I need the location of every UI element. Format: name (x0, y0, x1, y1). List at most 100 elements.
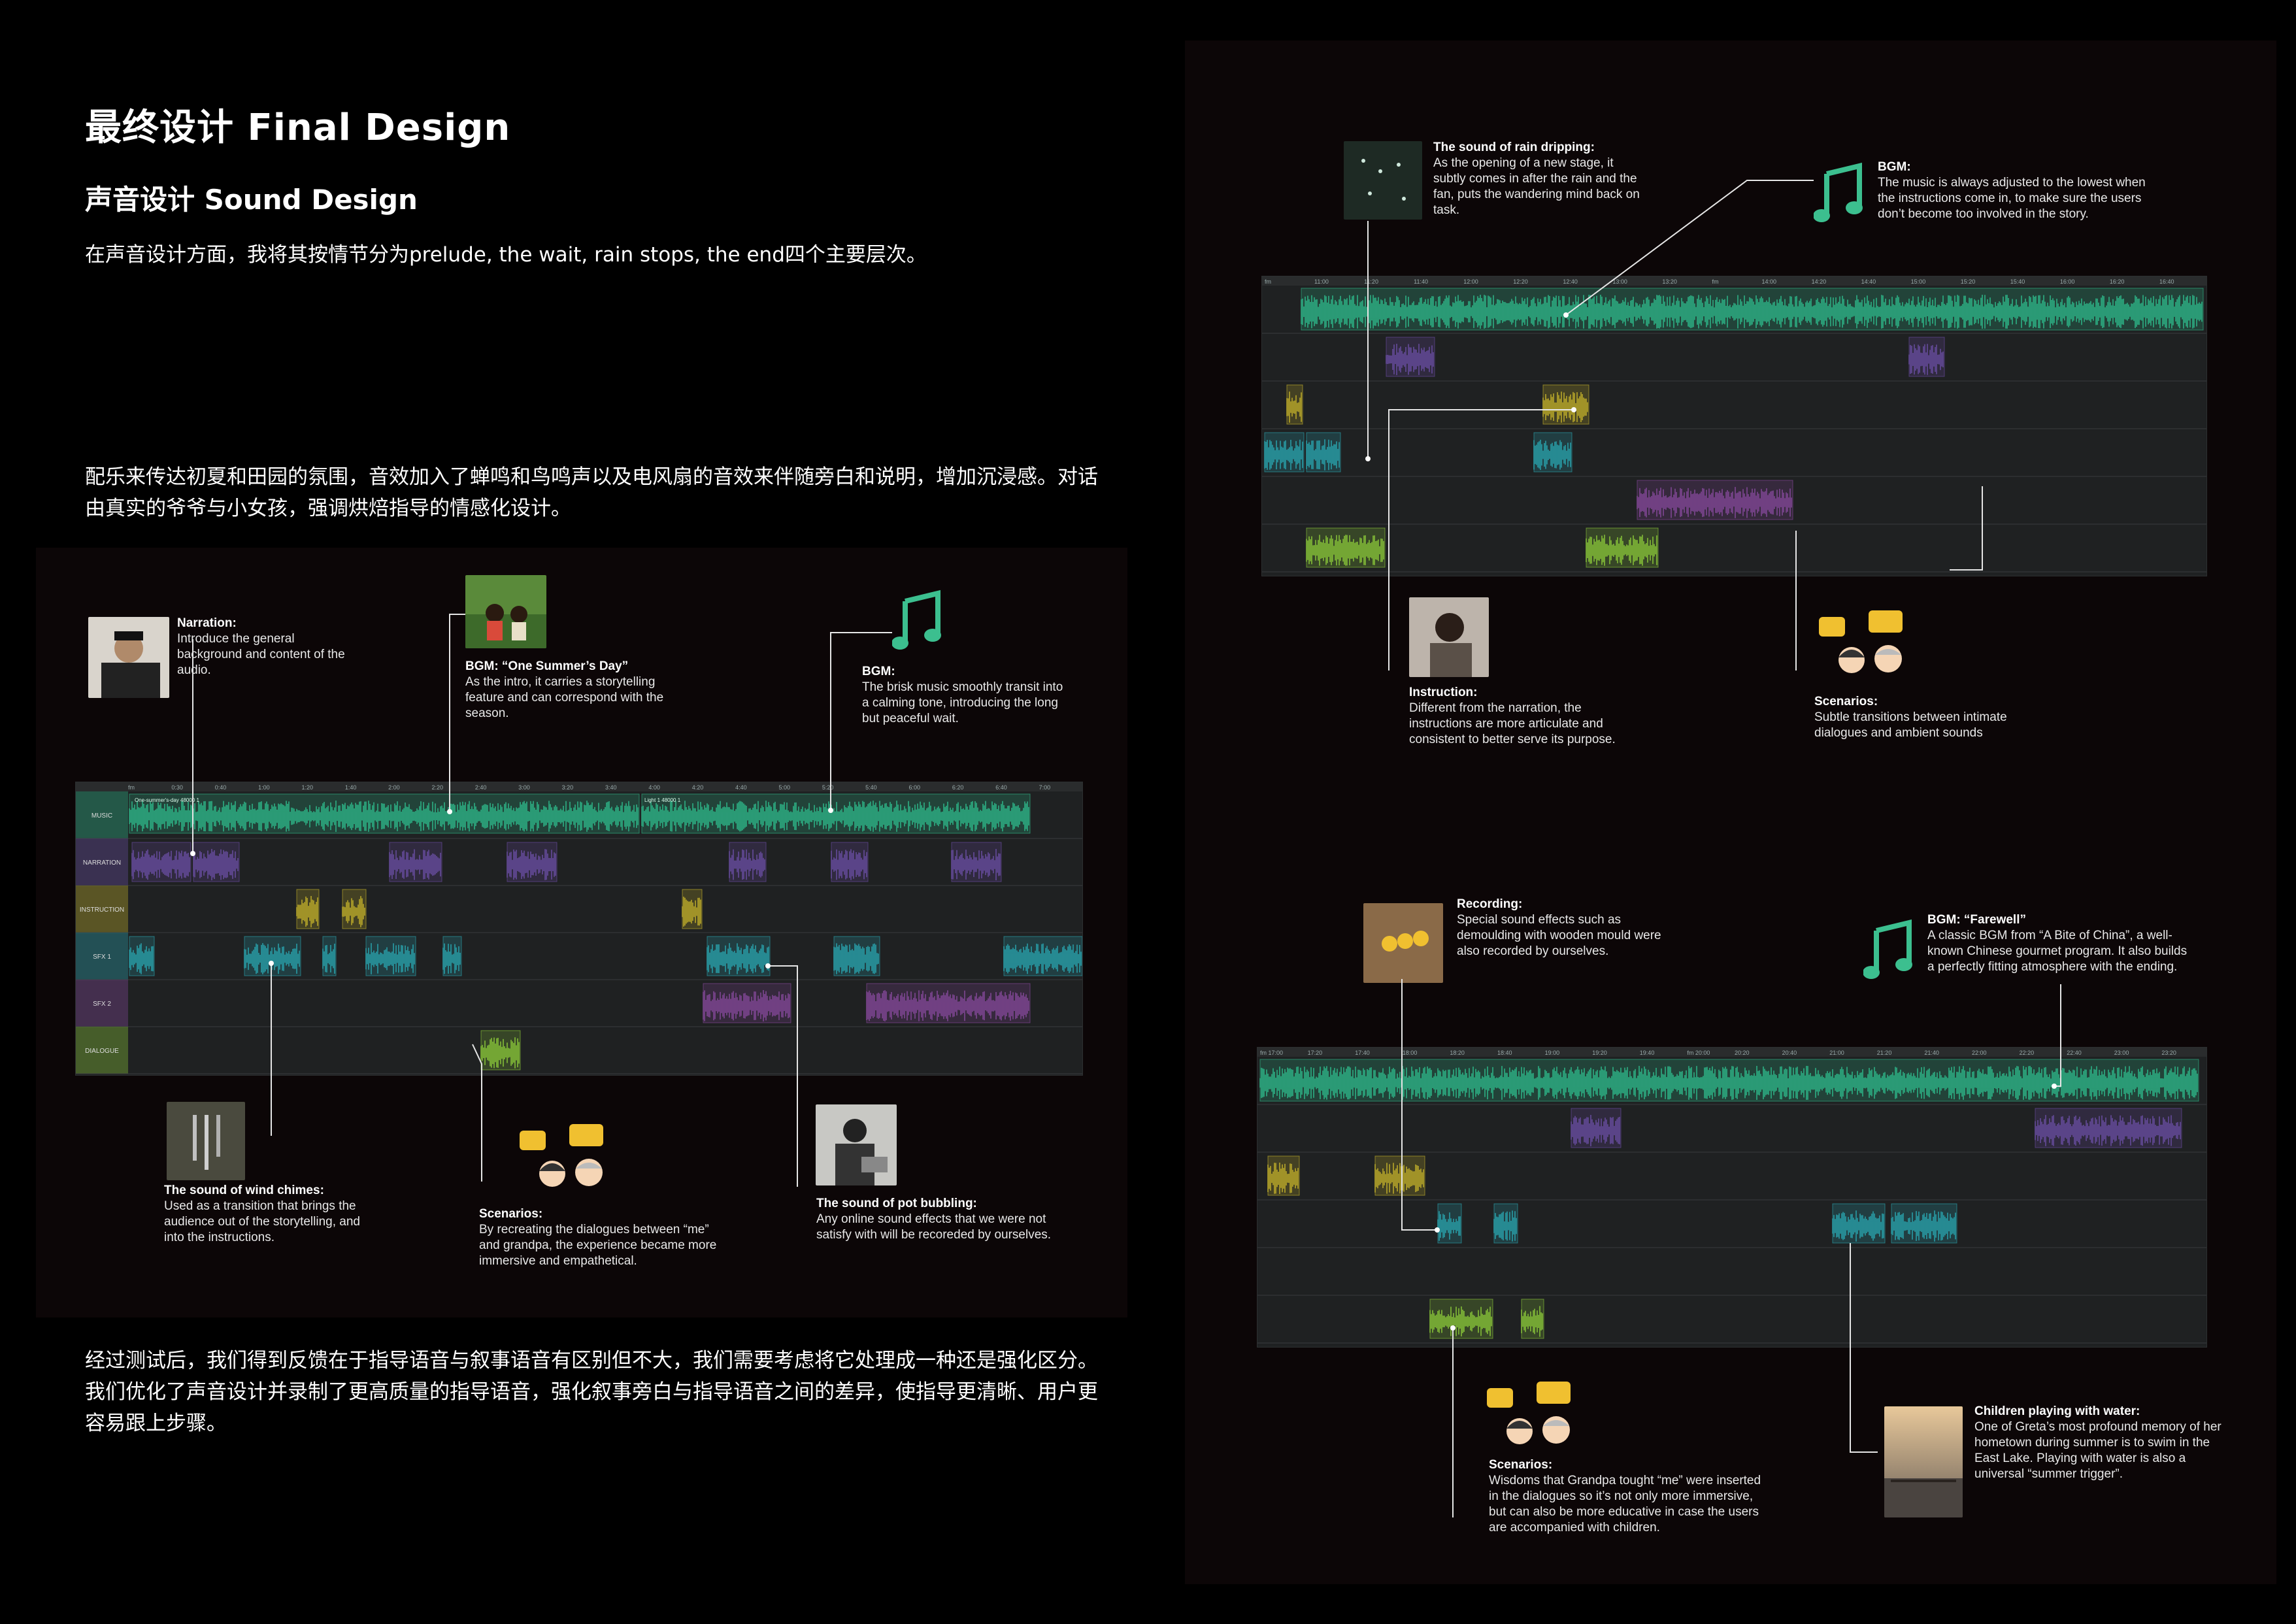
ruler-tick-label: 11:40 (1414, 278, 1428, 285)
narrator-photo (88, 617, 169, 698)
track-header[interactable] (76, 791, 128, 838)
instruction-clip (296, 889, 320, 929)
ruler-tick-label: 0:40 (215, 784, 227, 791)
intro-text: 在声音设计方面，我将其按情节分为prelude, the wait, rain … (85, 243, 927, 267)
narration-clip (389, 842, 442, 882)
rain-dripping-photo (1344, 141, 1422, 220)
ruler-tick-label: fm (1265, 278, 1271, 285)
section-subtitle: 声音设计 Sound Design (85, 184, 418, 216)
ruler-tick-label: 4:40 (735, 784, 747, 791)
ruler-tick-label: 5:20 (822, 784, 834, 791)
bgm-one-summers-day-photo (465, 575, 546, 648)
music-clip (1259, 1059, 2199, 1102)
instruction-clip (1542, 384, 1589, 425)
annotation-narration: Narration:Introduce the general backgrou… (177, 616, 345, 677)
ruler-tick-label: 13:20 (1662, 278, 1677, 285)
sfx1-clip (244, 936, 301, 976)
pot-bubbling-photo (816, 1104, 897, 1185)
narration-clip (729, 842, 767, 882)
ruler-tick-label: 12:20 (1513, 278, 1528, 285)
dialogue-avatars-icon (1487, 1382, 1571, 1444)
sfx1-clip (442, 936, 462, 976)
ruler-tick-label: 11:00 (1314, 278, 1329, 285)
sfx2-clip (1637, 480, 1793, 520)
ruler-tick-label: 16:20 (2110, 278, 2125, 285)
clip-label: One-summer's-day 48000 1 (135, 797, 199, 803)
conclusion-text: 经过测试后，我们得到反馈在于指导语音与叙事语音有区别但不大，我们需要考虑将它处理… (85, 1349, 1098, 1435)
ruler-tick-label: 21:00 (1829, 1050, 1844, 1056)
ruler-tick-label: 3:40 (605, 784, 617, 791)
ruler-tick-label: 20:20 (1735, 1050, 1750, 1056)
ruler-tick-label: 21:40 (1924, 1050, 1939, 1056)
track-label: NARRATION (83, 859, 121, 867)
annotation-instruction: Instruction:Different from the narration… (1409, 686, 1616, 746)
sfx1-clip (365, 936, 416, 976)
track-label: DIALOGUE (85, 1048, 119, 1055)
leader-lines-2 (1365, 180, 1983, 671)
narration-clip (131, 842, 191, 882)
narration-clip (1908, 337, 1945, 377)
ruler-tick-label: 1:00 (258, 784, 270, 791)
ruler-tick-label: 12:40 (1563, 278, 1578, 285)
track-label: SFX 1 (93, 953, 111, 961)
dialogue-clip (1586, 527, 1659, 568)
music-note-icon (892, 589, 941, 650)
track-label: SFX 2 (93, 1001, 111, 1008)
ruler-tick-label: 18:20 (1450, 1050, 1465, 1056)
ruler-tick-label: fm 20:00 (1687, 1050, 1710, 1056)
sfx1-clip (129, 936, 155, 976)
ruler-tick-label: 3:00 (518, 784, 530, 791)
ruler-tick-label: 14:00 (1762, 278, 1777, 285)
dialogue-clip (1429, 1299, 1493, 1339)
instruction-photo (1409, 597, 1489, 677)
track-header[interactable] (76, 980, 128, 1027)
annotation-bgm-lowest: BGM:The music is always adjusted to the … (1878, 160, 2146, 221)
recording-mould-photo (1363, 903, 1443, 983)
annotation-wind-chimes: The sound of wind chimes:Used as a trans… (164, 1184, 360, 1244)
ruler-tick-label: 22:20 (2020, 1050, 2035, 1056)
narration-clip (1571, 1108, 1622, 1148)
ruler-tick-label: 19:40 (1640, 1050, 1655, 1056)
description-text: 配乐来传达初夏和田园的氛围，音效加入了蝉鸣和鸟鸣声以及电风扇的音效来伴随旁白和说… (85, 465, 1098, 520)
track-header[interactable] (76, 838, 128, 886)
annotation-bgm-farewell: BGM: “Farewell”A classic BGM from “A Bit… (1927, 913, 2188, 974)
sfx1-clip (322, 936, 337, 976)
ruler-tick-label: 23:00 (2114, 1050, 2129, 1056)
sfx1-clip (1264, 432, 1305, 472)
ruler-tick-label: 2:40 (475, 784, 487, 791)
sfx1-clip (1891, 1203, 1957, 1244)
wind-chimes-photo (167, 1102, 245, 1180)
ruler-tick-label: 5:40 (865, 784, 877, 791)
page-title: 最终设计 Final Design (85, 107, 511, 149)
sfx1-clip (1493, 1203, 1518, 1244)
ruler-tick-label: 16:40 (2159, 278, 2174, 285)
dialogue-clip (480, 1030, 521, 1070)
track-header[interactable] (76, 933, 128, 980)
ruler-tick-label: 23:20 (2161, 1050, 2176, 1056)
ruler-tick-label: 22:00 (1972, 1050, 1987, 1056)
narration-clip (831, 842, 869, 882)
ruler-tick-label: 18:40 (1497, 1050, 1512, 1056)
sfx1-clip (1832, 1203, 1886, 1244)
dialogue-clip (1306, 527, 1386, 568)
sfx1-clip (1003, 936, 1083, 976)
ruler-tick-label: fm (1712, 278, 1718, 285)
music-clip-2 (641, 793, 1031, 834)
ruler-tick-label: 12:00 (1463, 278, 1478, 285)
ruler-tick-label: 1:20 (301, 784, 313, 791)
ruler-tick-label: 15:20 (1961, 278, 1976, 285)
ruler-tick-label: 0:30 (171, 784, 183, 791)
ruler-tick-label: 14:20 (1812, 278, 1827, 285)
track-header[interactable] (76, 886, 128, 933)
annotation-rain-dripping: The sound of rain dripping:As the openin… (1433, 141, 1640, 217)
track-header[interactable] (76, 1027, 128, 1074)
ruler-tick-label: 13:00 (1612, 278, 1627, 285)
instruction-clip (682, 889, 703, 929)
track-label: INSTRUCTION (80, 906, 124, 914)
ruler-tick-label: fm 17:00 (1260, 1050, 1283, 1056)
